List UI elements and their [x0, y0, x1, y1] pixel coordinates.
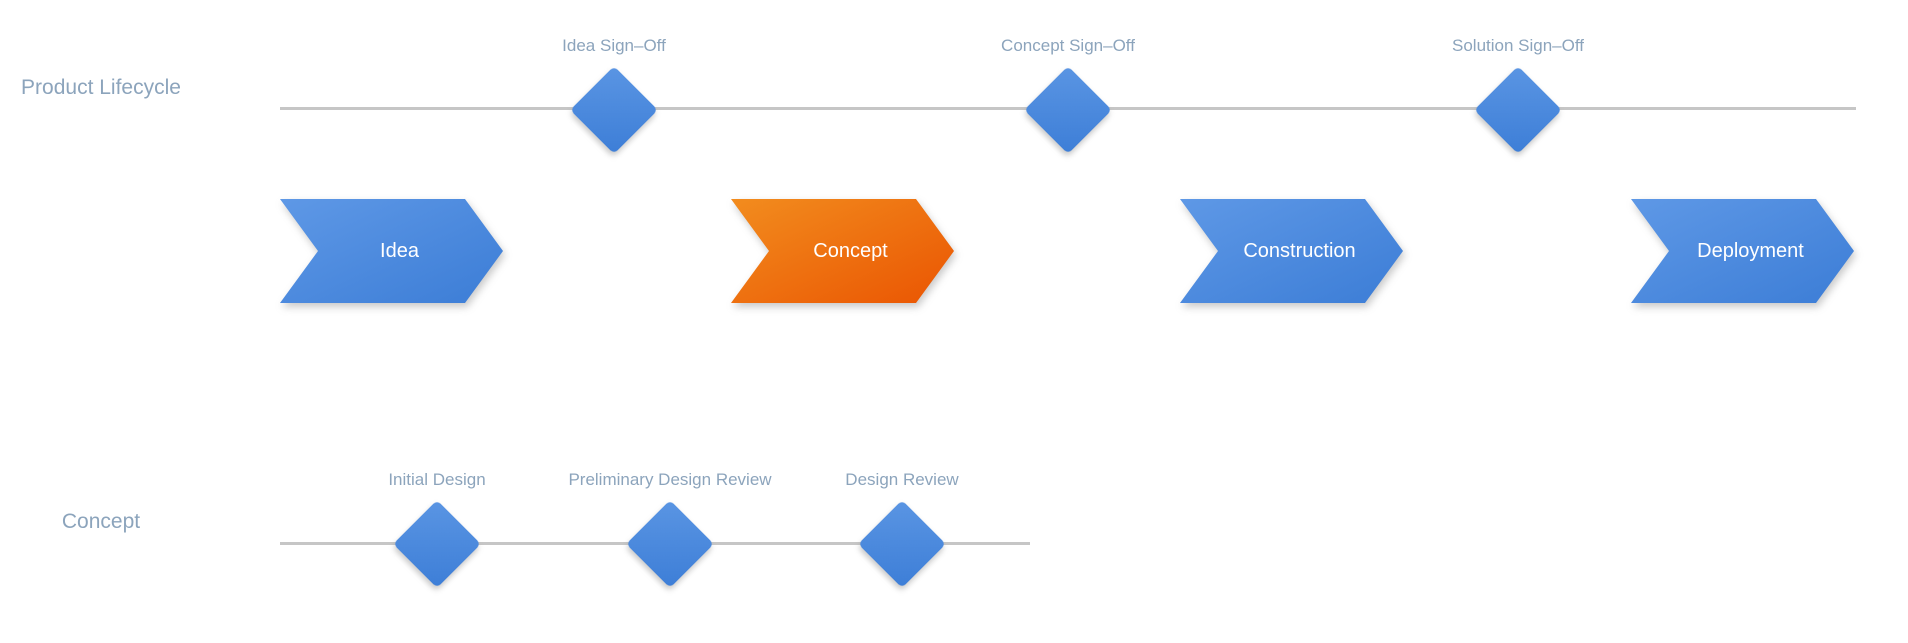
milestone-diamond-icon[interactable] [1024, 66, 1112, 154]
milestone-label: Idea Sign–Off [562, 36, 666, 55]
milestone-diamond-icon[interactable] [1474, 66, 1562, 154]
milestone-label: Initial Design [388, 470, 486, 489]
lane-label-concept: Concept [61, 510, 141, 533]
phase-idea[interactable]: Idea [280, 199, 503, 303]
milestone-label: Concept Sign–Off [1001, 36, 1135, 55]
phase-deployment[interactable]: Deployment [1631, 199, 1854, 303]
phase-label: Construction [1243, 239, 1356, 262]
milestone-label: Design Review [845, 470, 959, 489]
phase-label: Deployment [1697, 239, 1804, 262]
phase-construction[interactable]: Construction [1180, 199, 1403, 303]
phase-concept[interactable]: Concept [731, 199, 954, 303]
chevron-arrow-shape: Idea [280, 199, 503, 303]
lane-label-product-lifecycle: Product Lifecycle [21, 76, 181, 99]
milestone-diamond-icon[interactable] [570, 66, 658, 154]
milestone-label: Solution Sign–Off [1452, 36, 1584, 55]
chevron-arrow-shape: Construction [1180, 199, 1403, 303]
phase-label: Concept [813, 239, 888, 262]
chevron-arrow-shape: Concept [731, 199, 954, 303]
milestone-diamond-icon[interactable] [393, 500, 481, 588]
milestone-label: Preliminary Design Review [568, 470, 772, 489]
phase-label: Idea [380, 239, 419, 262]
milestone-diamond-icon[interactable] [626, 500, 714, 588]
milestone-diamond-icon[interactable] [858, 500, 946, 588]
chevron-arrow-shape: Deployment [1631, 199, 1854, 303]
